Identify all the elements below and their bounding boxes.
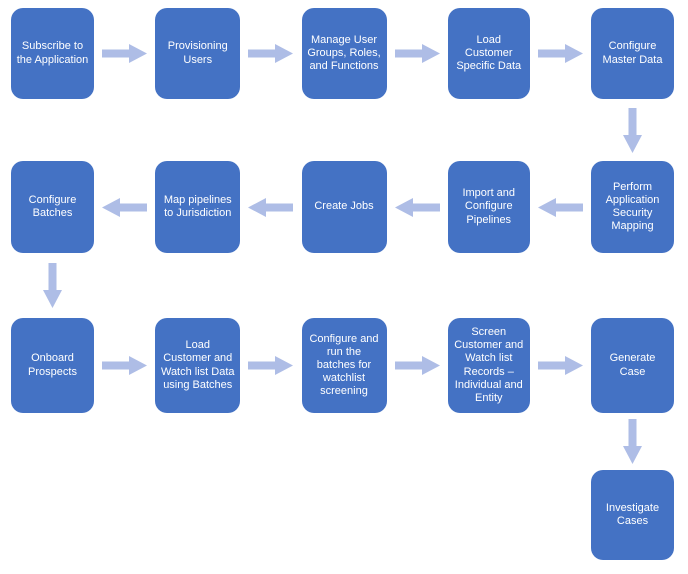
flow-step-subscribe-application: Subscribe to the Application (11, 8, 94, 99)
flow-step-label: Map pipelines to Jurisdiction (163, 193, 232, 219)
arrow-right-icon (94, 8, 155, 99)
arrow-down-icon (11, 253, 94, 318)
arrow-right-icon (387, 8, 448, 99)
flow-step-load-customer-data: Load Customer Specific Data (447, 8, 530, 99)
arrow-right-icon (387, 318, 448, 413)
arrow-left-icon (240, 161, 301, 253)
flow-step-configure-batches: Configure Batches (11, 161, 94, 253)
flow-step-investigate-cases: Investigate Cases (591, 470, 674, 560)
flow-step-label: Configure Batches (28, 193, 77, 219)
flow-step-manage-user-groups: Manage User Groups, Roles, and Functions (301, 8, 387, 99)
arrow-left-icon (530, 161, 591, 253)
flow-step-label: Load Customer Specific Data (456, 33, 522, 73)
flow-step-label: Screen Customer and Watch list Records –… (454, 325, 524, 404)
flow-step-security-mapping: Perform Application Security Mapping (591, 161, 674, 253)
flow-step-label: Create Jobs (314, 200, 374, 213)
arrow-left-icon (387, 161, 448, 253)
flow-step-screen-records: Screen Customer and Watch list Records –… (447, 318, 530, 413)
flow-step-label: Manage User Groups, Roles, and Functions (307, 33, 381, 73)
arrow-right-icon (94, 318, 155, 413)
flow-step-load-watchlist-data: Load Customer and Watch list Data using … (155, 318, 241, 413)
flow-step-generate-case: Generate Case (591, 318, 674, 413)
flow-step-label: Onboard Prospects (28, 352, 77, 378)
arrow-down-icon (591, 99, 674, 161)
flow-step-label: Import and Configure Pipelines (462, 187, 516, 226)
flowchart-grid: Subscribe to the Application Provisionin… (11, 8, 674, 560)
flow-step-label: Perform Application Security Mapping (605, 180, 660, 233)
flow-step-label: Generate Case (609, 352, 656, 378)
flow-step-label: Investigate Cases (605, 501, 660, 527)
arrow-right-icon (530, 8, 591, 99)
flow-step-create-jobs: Create Jobs (301, 161, 387, 253)
flow-step-label: Configure Master Data (602, 40, 663, 66)
arrow-right-icon (240, 8, 301, 99)
arrow-down-icon (591, 413, 674, 470)
flow-step-import-pipelines: Import and Configure Pipelines (447, 161, 530, 253)
flow-step-configure-master-data: Configure Master Data (591, 8, 674, 99)
flow-step-label: Configure and run the batches for watchl… (309, 332, 379, 398)
arrow-right-icon (530, 318, 591, 413)
arrow-right-icon (240, 318, 301, 413)
flow-step-run-batches-screening: Configure and run the batches for watchl… (301, 318, 387, 413)
flow-step-onboard-prospects: Onboard Prospects (11, 318, 94, 413)
flow-step-label: Provisioning Users (167, 40, 228, 66)
flow-step-provisioning-users: Provisioning Users (155, 8, 241, 99)
flow-step-map-pipelines-jurisdiction: Map pipelines to Jurisdiction (155, 161, 241, 253)
flow-step-label: Load Customer and Watch list Data using … (160, 339, 235, 391)
arrow-left-icon (94, 161, 155, 253)
flow-step-label: Subscribe to the Application (16, 40, 89, 66)
